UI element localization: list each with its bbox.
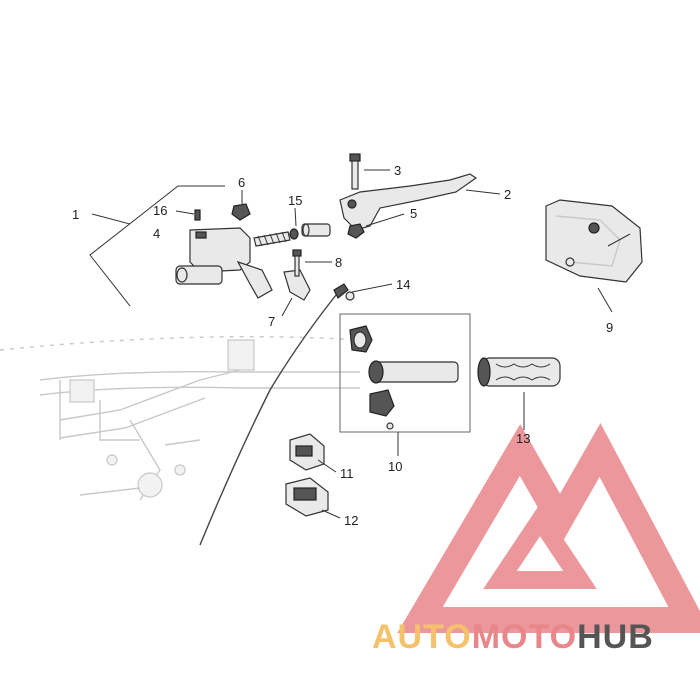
callout-10: 10 (388, 459, 402, 474)
part-2-lever (339, 173, 501, 231)
automotohub-watermark: AUTOMOTOHUB (372, 423, 700, 656)
throttle-cable (199, 289, 341, 546)
callout-5: 5 (410, 206, 417, 221)
callout-7: 7 (268, 314, 275, 329)
part-12-switch (285, 477, 341, 519)
callout-1: 1 (72, 207, 79, 222)
part-7-bracket (281, 269, 311, 317)
callout-4: 4 (153, 226, 160, 241)
part-4-master-cylinder (175, 227, 273, 299)
callout-2: 2 (504, 187, 511, 202)
callout-labels: 1 2 3 4 5 6 7 8 9 10 11 12 13 14 15 16 (72, 163, 613, 528)
callout-13: 13 (516, 431, 530, 446)
callout-12: 12 (344, 513, 358, 528)
callout-6: 6 (238, 175, 245, 190)
part-9-switch-housing (545, 199, 643, 313)
part-6-cap (231, 190, 251, 221)
part-15-piston (253, 207, 331, 247)
callout-14: 14 (396, 277, 410, 292)
watermark-text: AUTOMOTOHUB (372, 618, 654, 656)
part-16-screw (175, 209, 201, 221)
callout-8: 8 (335, 255, 342, 270)
part-5-nut (347, 213, 405, 239)
part-14-cable-end (333, 283, 393, 301)
callout-15: 15 (288, 193, 302, 208)
callout-3: 3 (394, 163, 401, 178)
background-frame (0, 335, 361, 501)
watermark-logo-mark (397, 423, 700, 633)
watermark-part-moto: MOTO (472, 618, 577, 656)
watermark-part-hub: HUB (577, 618, 654, 656)
watermark-part-auto: AUTO (372, 618, 472, 656)
callout-16: 16 (153, 203, 167, 218)
part-8-bolt (292, 249, 332, 277)
callout-11: 11 (340, 466, 354, 481)
part-11-switch (289, 433, 337, 473)
part-10-throttle-assembly (339, 313, 471, 456)
part-1-leaders (89, 185, 225, 307)
part-3-pivot-bolt (349, 153, 390, 190)
callout-9: 9 (606, 320, 613, 335)
part-13-grip (477, 357, 561, 430)
